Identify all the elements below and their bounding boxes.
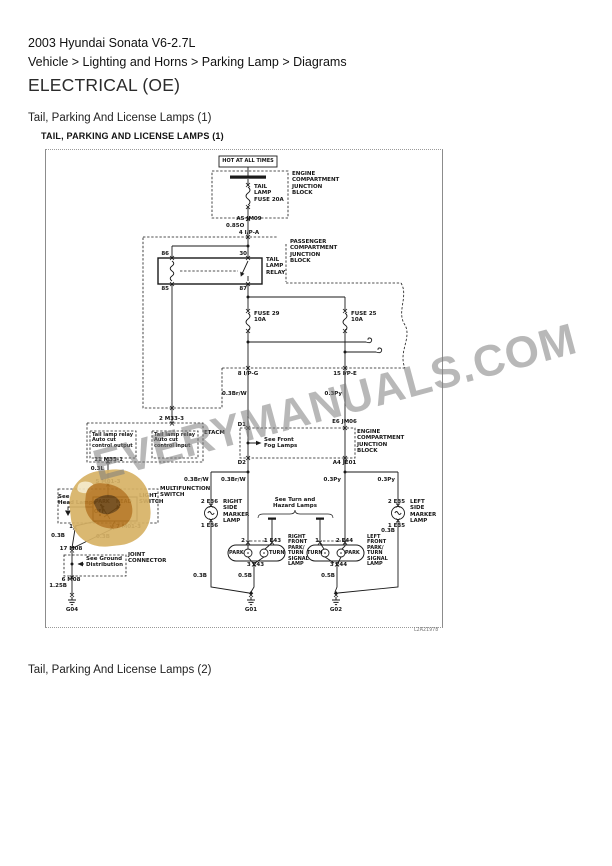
page-title: 2003 Hyundai Sonata V6-2.7L bbox=[28, 36, 196, 50]
wire-03b-1: 0.3B bbox=[51, 532, 65, 539]
connector-ip-g: 8 I/P-G bbox=[237, 371, 259, 377]
diagram-frame bbox=[45, 149, 443, 628]
connector-e44-pin1: 1 bbox=[315, 537, 319, 544]
wire-03py-3: 0.3Py bbox=[377, 477, 395, 483]
left-turn-bulb-label: TURN bbox=[307, 549, 323, 556]
tail-lamp-fuse-label: TAIL LAMP FUSE 20A bbox=[254, 184, 284, 203]
relay-pin-85: 85 bbox=[161, 286, 169, 292]
wire-03brw-2: 0.3Br/W bbox=[184, 477, 209, 483]
connector-e36-2: 2 E36 bbox=[200, 498, 219, 505]
passenger-junction-block-label: PASSENGER COMPARTMENT JUNCTION BLOCK bbox=[290, 239, 338, 264]
connector-a5-jm09: A5 JM09 bbox=[236, 216, 262, 222]
wire-125b: 1.25B bbox=[49, 583, 67, 589]
connector-e43-pin2: 2 bbox=[241, 537, 245, 544]
hot-at-all-times-label: HOT AT ALL TIMES bbox=[222, 157, 274, 164]
wire-03brw-3: 0.3Br/W bbox=[221, 477, 246, 483]
left-front-park-turn-label: LEFT FRONT PARK/ TURN SIGNAL LAMP bbox=[367, 534, 388, 567]
relay-pin-30: 30 bbox=[239, 251, 247, 257]
wire-05b-1: 0.5B bbox=[238, 573, 252, 579]
connector-m08-17: 17 M08 bbox=[59, 545, 83, 552]
fuse29-label: FUSE 29 10A bbox=[254, 311, 280, 324]
right-side-marker-lamp-label: RIGHT SIDE MARKER LAMP bbox=[223, 499, 250, 524]
diagram-title: TAIL, PARKING AND LICENSE LAMPS (1) bbox=[41, 131, 224, 141]
fuse25-label: FUSE 25 10A bbox=[351, 311, 377, 324]
joint-connector-label: JOINT CONNECTOR bbox=[128, 552, 167, 565]
breadcrumb[interactable]: Vehicle > Lighting and Horns > Parking L… bbox=[28, 55, 347, 69]
see-turn-hazard-note: See Turn and Hazard Lamps bbox=[273, 497, 317, 510]
ground-g02: G02 bbox=[329, 607, 343, 613]
right-turn-bulb-label: TURN bbox=[269, 549, 285, 556]
connector-m08-6: 6 M08 bbox=[61, 576, 81, 583]
wire-03b-3: 0.3B bbox=[193, 573, 207, 579]
ground-g04: G04 bbox=[65, 607, 79, 613]
engine-junction-block-2-label: ENGINE COMPARTMENT JUNCTION BLOCK bbox=[357, 429, 405, 454]
figure1-caption: Tail, Parking And License Lamps (1) bbox=[28, 112, 212, 124]
diagram-ref-code: L2A21978 bbox=[414, 628, 439, 633]
connector-e35-2: 2 E35 bbox=[387, 498, 406, 505]
see-ground-distribution-note: See Ground Distribution bbox=[86, 556, 124, 569]
left-side-marker-lamp-label: LEFT SIDE MARKER LAMP bbox=[410, 499, 437, 524]
right-park-bulb-label: PARK bbox=[229, 549, 244, 556]
wire-03py-2: 0.3Py bbox=[323, 477, 341, 483]
connector-a4-je01: A4 JE01 bbox=[332, 459, 357, 466]
tail-lamp-relay-label: TAIL LAMP RELAY bbox=[266, 257, 286, 276]
connector-e43-pin3: 3 E43 bbox=[246, 561, 265, 568]
connector-e43-pin1: 1 E43 bbox=[263, 537, 282, 544]
figure2-caption: Tail, Parking And License Lamps (2) bbox=[28, 664, 212, 676]
connector-e44-pin3: 3 E44 bbox=[329, 561, 348, 568]
connector-e44-pin2: 2 E44 bbox=[335, 537, 354, 544]
ground-g01: G01 bbox=[244, 607, 258, 613]
left-park-bulb-label: PARK bbox=[345, 549, 360, 556]
wire-03brw-1: 0.3Br/W bbox=[222, 391, 247, 397]
section-heading: ELECTRICAL (OE) bbox=[28, 75, 181, 95]
multifunction-switch-label: MULTIFUNCTION SWITCH bbox=[160, 486, 211, 499]
relay-pin-86: 86 bbox=[161, 251, 169, 257]
connector-e36-1: 1 E36 bbox=[200, 522, 219, 529]
right-front-park-turn-label: RIGHT FRONT PARK/ TURN SIGNAL LAMP bbox=[288, 534, 309, 567]
wire-05b-2: 0.5B bbox=[321, 573, 335, 579]
engine-junction-block-1-label: ENGINE COMPARTMENT JUNCTION BLOCK bbox=[292, 171, 340, 196]
relay-pin-87: 87 bbox=[239, 286, 247, 292]
connector-ip-a: 4 I/P-A bbox=[238, 229, 260, 236]
wire-03b-4: 0.3B bbox=[381, 528, 395, 534]
wire-085o: 0.85O bbox=[226, 223, 245, 229]
connector-d2: D2 bbox=[237, 459, 246, 466]
